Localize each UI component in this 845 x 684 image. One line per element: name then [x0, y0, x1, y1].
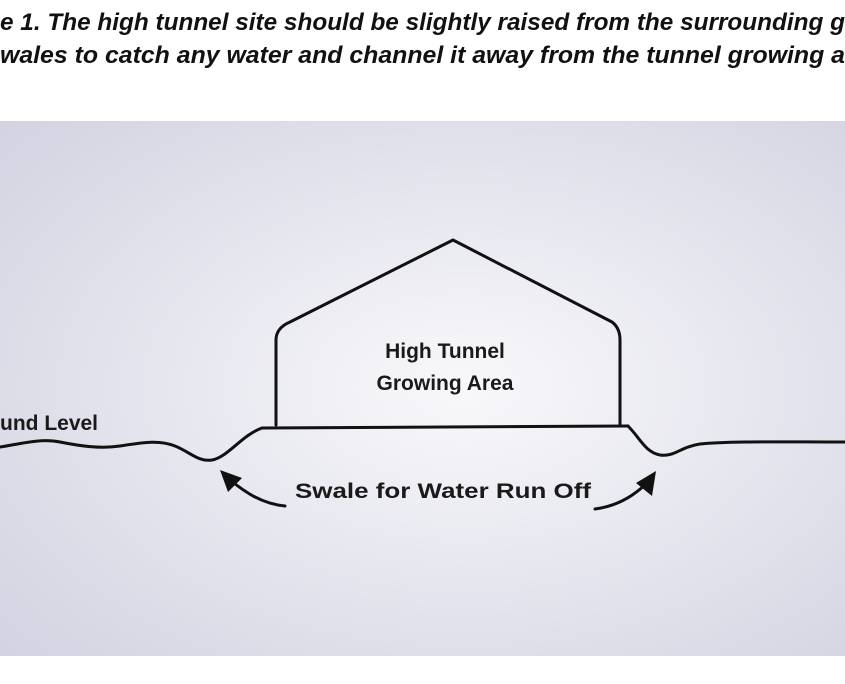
diagram-background	[0, 121, 845, 656]
tunnel-label-line-2: Growing Area	[377, 372, 514, 395]
swale-label: Swale for Water Run Off	[295, 480, 592, 503]
left-arrow-icon	[220, 470, 287, 508]
caption-line-2: wales to catch any water and channel it …	[0, 42, 845, 69]
right-arrow-icon	[593, 471, 656, 511]
tunnel-label-line-1: High Tunnel	[385, 340, 505, 363]
tunnel-outline	[274, 238, 622, 427]
ground-line-left	[0, 426, 264, 462]
raised-floor	[260, 424, 630, 430]
caption-line-1: e 1. The high tunnel site should be slig…	[0, 9, 845, 36]
ground-level-label: und Level	[0, 412, 98, 435]
ground-line-right	[626, 424, 845, 457]
